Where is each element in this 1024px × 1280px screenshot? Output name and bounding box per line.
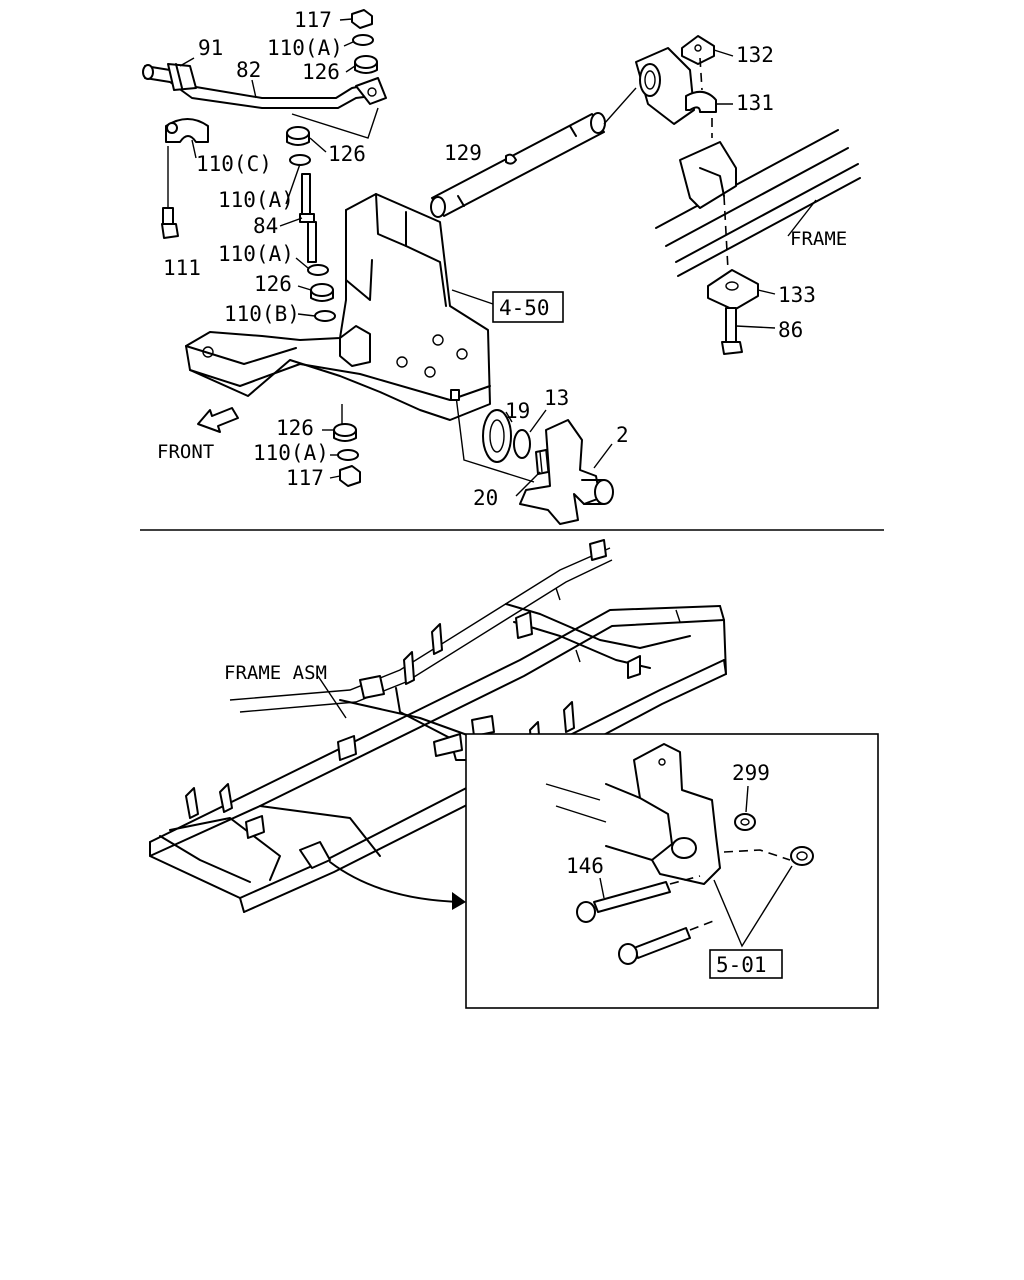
ref-box-5-01 (709, 949, 783, 979)
label-2: 2 (616, 423, 629, 447)
label-13: 13 (544, 386, 569, 410)
detail-pointer-arrow (329, 861, 463, 903)
washer-110a-low (307, 264, 329, 276)
label-111: 111 (163, 256, 201, 280)
label-84: 84 (253, 214, 278, 238)
label-91: 91 (198, 36, 223, 60)
cushion-126-bottom (333, 423, 357, 442)
label-126-top: 126 (302, 60, 340, 84)
callout-labels: 117 110(A) 91 82 126 110(C) 126 129 110(… (157, 8, 847, 977)
bracket-133 (707, 269, 759, 311)
bracket-110c (165, 118, 209, 143)
frame-rails (655, 129, 861, 277)
front-suspension-exploded-view (142, 9, 861, 525)
link-bolt-84 (299, 173, 317, 263)
washer-110b (314, 310, 336, 322)
label-117-top: 117 (294, 8, 332, 32)
ring-13 (513, 429, 531, 459)
label-133: 133 (778, 283, 816, 307)
leader-lines (179, 18, 817, 899)
nut-117-top (351, 9, 373, 29)
label-frame: FRAME (790, 228, 847, 250)
flange-nut (790, 846, 814, 866)
ref-box-4-50 (492, 291, 564, 323)
anchor-arm-131 (635, 47, 695, 125)
label-front: FRONT (157, 441, 214, 463)
label-110a-top: 110(A) (267, 36, 343, 60)
bolt-146 (576, 881, 671, 923)
label-82: 82 (236, 58, 261, 82)
label-131: 131 (736, 91, 774, 115)
label-117-bottom: 117 (286, 466, 324, 490)
label-110b: 110(B) (224, 302, 300, 326)
bolt-86 (721, 307, 743, 355)
label-146: 146 (566, 854, 604, 878)
label-frame-asm: FRAME ASM (224, 662, 327, 684)
nut-117-bottom (339, 465, 361, 487)
cushion-126-top (354, 55, 378, 74)
front-arrow-icon (197, 407, 239, 433)
knuckle-2 (519, 419, 614, 525)
label-110a-bottom: 110(A) (253, 441, 329, 465)
label-5-01: 5-01 (716, 953, 767, 977)
label-299: 299 (732, 761, 770, 785)
label-110a-low: 110(A) (218, 242, 294, 266)
bracket-132 (681, 35, 715, 65)
label-110a-mid: 110(A) (218, 188, 294, 212)
detail-bracket (545, 743, 721, 885)
frame-assembly-view (149, 539, 879, 1009)
label-132: 132 (736, 43, 774, 67)
torsion-bar-129 (430, 112, 606, 218)
washer-110a-mid (289, 154, 311, 166)
label-110c: 110(C) (196, 152, 272, 176)
bolt-111 (161, 207, 179, 239)
label-86: 86 (778, 318, 803, 342)
link-end-bracket (355, 77, 387, 105)
label-129: 129 (444, 141, 482, 165)
label-126-low: 126 (254, 272, 292, 296)
label-126-mid: 126 (328, 142, 366, 166)
nut-299 (734, 813, 756, 831)
cushion-126-mid (286, 126, 310, 146)
label-19: 19 (505, 399, 530, 423)
crossmember-bracket (185, 193, 491, 421)
bushing-131 (685, 90, 717, 113)
label-20: 20 (473, 486, 498, 510)
washer-110a-top (352, 34, 374, 46)
bushing-91 (167, 63, 197, 91)
seal-19 (482, 409, 512, 463)
label-126-bottom: 126 (276, 416, 314, 440)
label-4-50: 4-50 (499, 296, 550, 320)
bolt-lower (618, 927, 691, 965)
washer-110a-bottom (337, 449, 359, 461)
cushion-126-low (310, 283, 334, 302)
